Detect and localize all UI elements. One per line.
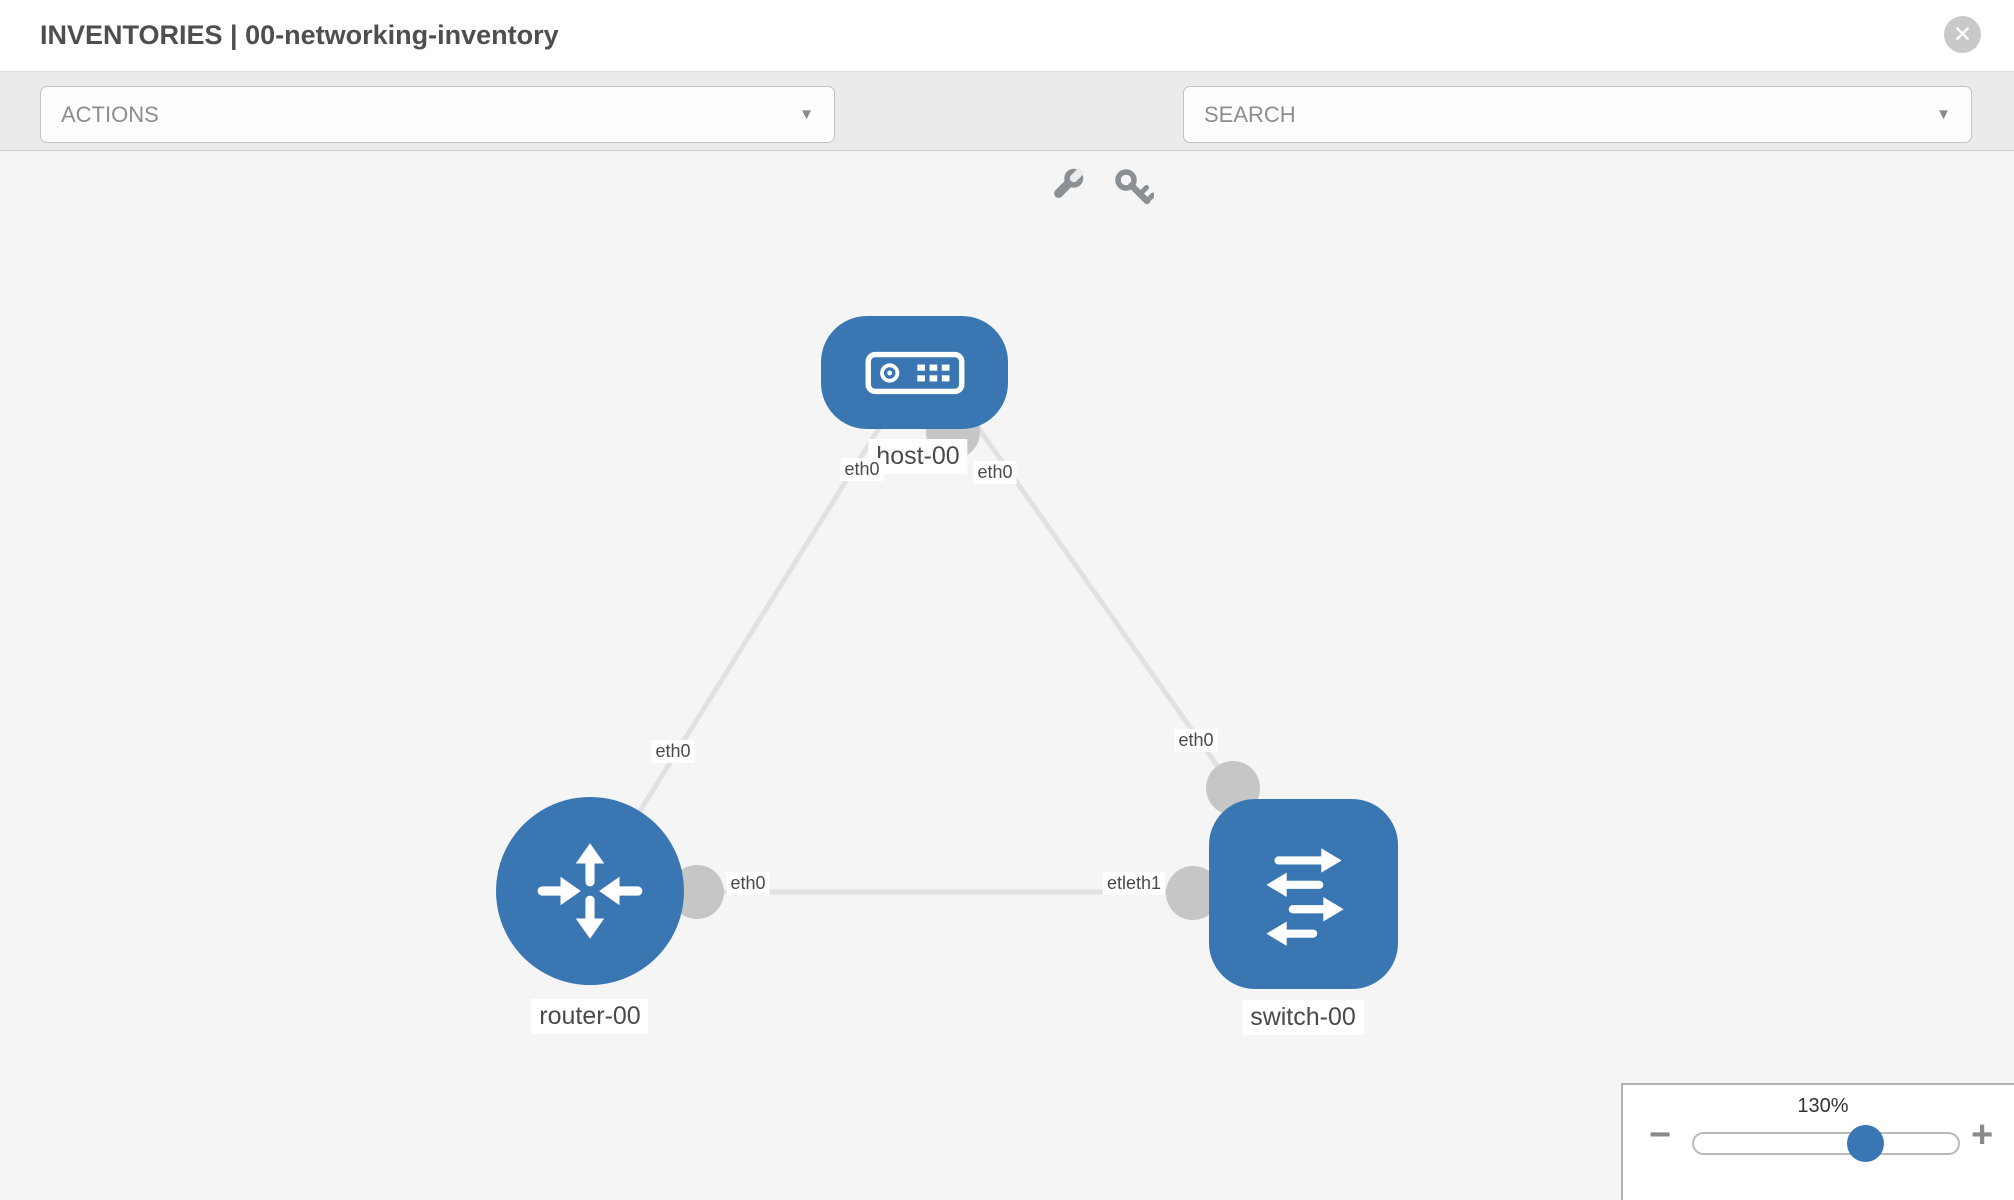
actions-dropdown[interactable]: ACTIONS ▼ — [40, 86, 835, 143]
actions-dropdown-label: ACTIONS — [61, 101, 159, 127]
chevron-down-icon: ▼ — [1936, 106, 1951, 123]
node-label-router: router-00 — [531, 999, 649, 1034]
port-label-link-switch: eth0 — [1174, 729, 1218, 752]
chevron-down-icon: ▼ — [799, 106, 814, 123]
zoom-level-value: 130% — [1797, 1095, 1849, 1117]
node-label-host: host-00 — [868, 439, 968, 474]
link-host-switch — [950, 390, 1236, 790]
node-switch-00[interactable] — [1209, 799, 1398, 989]
links-layer — [587, 370, 1303, 920]
wrench-glyph — [1054, 167, 1085, 198]
wrench-icon[interactable] — [1046, 166, 1086, 206]
title-bar: INVENTORIES | 00-networking-inventory ✕ — [0, 0, 2014, 72]
port-label-switch-side: etleth1 — [1102, 872, 1166, 895]
switch-icon — [1265, 848, 1344, 946]
port-circle-router — [670, 865, 724, 919]
close-icon[interactable]: ✕ — [1944, 16, 1981, 53]
host-icon — [865, 351, 964, 394]
toolbar: ACTIONS ▼ SEARCH ▼ — [0, 72, 2014, 205]
router-icon — [537, 843, 643, 939]
port-label-link-router: eth0 — [651, 740, 695, 763]
page-title: INVENTORIES | 00-networking-inventory — [40, 20, 559, 50]
node-router-00[interactable] — [496, 797, 684, 985]
zoom-slider-thumb[interactable] — [1847, 1125, 1884, 1162]
search-dropdown[interactable]: SEARCH ▼ — [1183, 86, 1972, 143]
port-label-router-side: eth0 — [726, 872, 770, 895]
key-icon[interactable] — [1112, 166, 1154, 208]
zoom-panel: 130% − + — [1621, 1083, 2014, 1200]
port-circle-switch-left — [1166, 866, 1220, 920]
node-label-switch: switch-00 — [1242, 1000, 1364, 1035]
zoom-in-button[interactable]: + — [1971, 1114, 1994, 1156]
search-dropdown-label: SEARCH — [1204, 101, 1296, 127]
zoom-slider-track[interactable] — [1692, 1132, 1960, 1155]
port-label-host-right: eth0 — [973, 461, 1017, 484]
port-label-host-left: eth0 — [840, 458, 884, 481]
zoom-out-button[interactable]: − — [1649, 1114, 1672, 1156]
topology-canvas[interactable]: host-00 router-00 switch-00 eth0 eth0 et… — [0, 152, 2014, 1200]
key-glyph — [1115, 169, 1154, 205]
node-host-00[interactable] — [821, 316, 1008, 429]
port-circles — [670, 405, 1260, 920]
